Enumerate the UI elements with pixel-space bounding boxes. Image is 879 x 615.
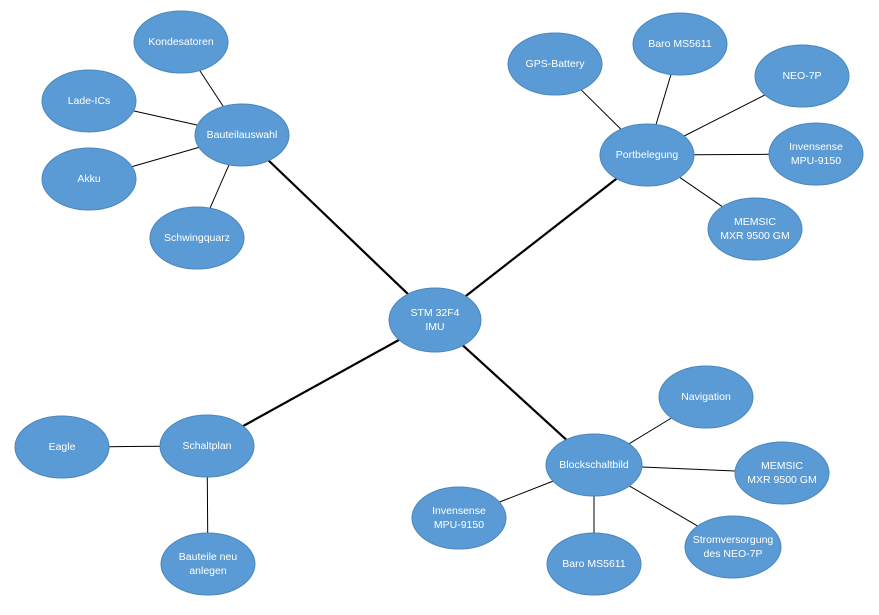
node-invensense-top-label-line-1: Invensense (789, 141, 843, 153)
node-gps-battery-shape (507, 32, 603, 96)
node-bauteilauswahl-label-line-1: Bauteilauswahl (207, 129, 278, 141)
node-akku-label-line-1: Akku (77, 173, 101, 185)
node-center-shape (388, 287, 482, 353)
edge-blockschaltbild-to-stromversorgung (629, 485, 698, 527)
edge-bauteilauswahl-to-kondesatoren (199, 70, 224, 107)
node-bauteile-neu-label-line-2: anlegen (189, 565, 227, 577)
edge-bauteilauswahl-to-akku (131, 146, 200, 168)
node-memsic-bottom-label-line-1: MEMSIC (761, 460, 803, 472)
node-blockschaltbild-shape (545, 433, 643, 497)
node-neo7p-label-line-1: NEO-7P (782, 70, 821, 82)
node-eagle-label-line-1: Eagle (49, 441, 76, 453)
edge-center-to-blockschaltbild (462, 344, 568, 441)
edge-blockschaltbild-to-memsic-bottom (641, 466, 736, 472)
edge-portbelegung-to-neo7p (683, 94, 766, 137)
node-eagle: Eagle (14, 415, 110, 479)
node-baro-bottom-shape (546, 532, 642, 596)
node-stromversorgung-label-line-1: Stromversorgung (693, 534, 774, 546)
node-bauteilauswahl-shape (194, 103, 290, 167)
edge-portbelegung-to-baro-top (655, 74, 672, 125)
node-schaltplan-shape (159, 414, 255, 478)
node-schwingquarz-shape (149, 206, 245, 270)
node-bauteile-neu-shape (160, 532, 256, 596)
node-gps-battery: GPS-Battery (507, 32, 603, 96)
node-lade-ics-shape (41, 69, 137, 133)
node-neo7p-shape (754, 44, 850, 108)
node-baro-bottom: Baro MS5611 (546, 532, 642, 596)
node-invensense-top-shape (768, 122, 864, 186)
node-baro-bottom-label-line-1: Baro MS5611 (562, 558, 626, 570)
edge-center-to-bauteilauswahl (267, 159, 409, 295)
edge-bauteilauswahl-to-lade-ics (133, 110, 198, 126)
node-invensense-bottom-shape (411, 486, 507, 550)
edge-layer (108, 70, 770, 534)
node-kondesatoren-label-line-1: Kondesatoren (148, 36, 214, 48)
node-center-label-line-2: IMU (425, 321, 444, 333)
node-gps-battery-label-line-1: GPS-Battery (526, 58, 586, 70)
node-stromversorgung: Stromversorgung des NEO-7P (684, 515, 782, 579)
node-baro-top-shape (632, 12, 728, 76)
node-invensense-bottom-label-line-2: MPU-9150 (434, 519, 484, 531)
edge-blockschaltbild-to-invensense-bottom (499, 480, 554, 503)
edge-bauteilauswahl-to-schwingquarz (209, 164, 230, 209)
node-bauteilauswahl: Bauteilauswahl (194, 103, 290, 167)
node-lade-ics-label-line-1: Lade-ICs (68, 95, 111, 107)
node-baro-top-label-line-1: Baro MS5611 (648, 38, 712, 50)
node-kondesatoren: Kondesatoren (133, 10, 229, 74)
node-navigation-shape (658, 365, 754, 429)
edge-blockschaltbild-to-navigation (628, 417, 672, 445)
node-memsic-top-label-line-2: MXR 9500 GM (720, 230, 789, 242)
node-invensense-top-label-line-2: MPU-9150 (791, 155, 841, 167)
node-memsic-top: MEMSIC MXR 9500 GM (707, 197, 803, 261)
node-schwingquarz: Schwingquarz (149, 206, 245, 270)
node-schwingquarz-label-line-1: Schwingquarz (164, 232, 230, 244)
node-memsic-bottom-label-line-2: MXR 9500 GM (747, 474, 816, 486)
node-navigation: Navigation (658, 365, 754, 429)
node-stromversorgung-label-line-2: des NEO-7P (704, 548, 763, 560)
node-memsic-bottom: MEMSIC MXR 9500 GM (734, 441, 830, 505)
node-kondesatoren-shape (133, 10, 229, 74)
node-stromversorgung-shape (684, 515, 782, 579)
node-schaltplan-label-line-1: Schaltplan (182, 440, 231, 452)
node-lade-ics: Lade-ICs (41, 69, 137, 133)
node-bauteile-neu-label-line-1: Bauteile neu (179, 551, 238, 563)
node-invensense-bottom-label-line-1: Invensense (432, 505, 486, 517)
node-schaltplan: Schaltplan (159, 414, 255, 478)
node-center-label-line-1: STM 32F4 (410, 307, 459, 319)
edge-center-to-schaltplan (242, 338, 400, 428)
node-blockschaltbild: Blockschaltbild (545, 433, 643, 497)
node-blockschaltbild-label-line-1: Blockschaltbild (559, 459, 629, 471)
node-neo7p: NEO-7P (754, 44, 850, 108)
edge-portbelegung-to-gps-battery (580, 89, 622, 130)
node-portbelegung-label-line-1: Portbelegung (616, 149, 679, 161)
node-memsic-top-label-line-1: MEMSIC (734, 216, 776, 228)
node-baro-top: Baro MS5611 (632, 12, 728, 76)
edge-center-to-portbelegung (465, 177, 618, 297)
node-portbelegung-shape (599, 123, 695, 187)
node-bauteile-neu: Bauteile neu anlegen (160, 532, 256, 596)
node-akku: Akku (41, 147, 137, 211)
node-portbelegung: Portbelegung (599, 123, 695, 187)
node-memsic-bottom-shape (734, 441, 830, 505)
node-akku-shape (41, 147, 137, 211)
node-eagle-shape (14, 415, 110, 479)
node-navigation-label-line-1: Navigation (681, 391, 731, 403)
node-memsic-top-shape (707, 197, 803, 261)
edge-portbelegung-to-memsic-top (679, 176, 723, 208)
